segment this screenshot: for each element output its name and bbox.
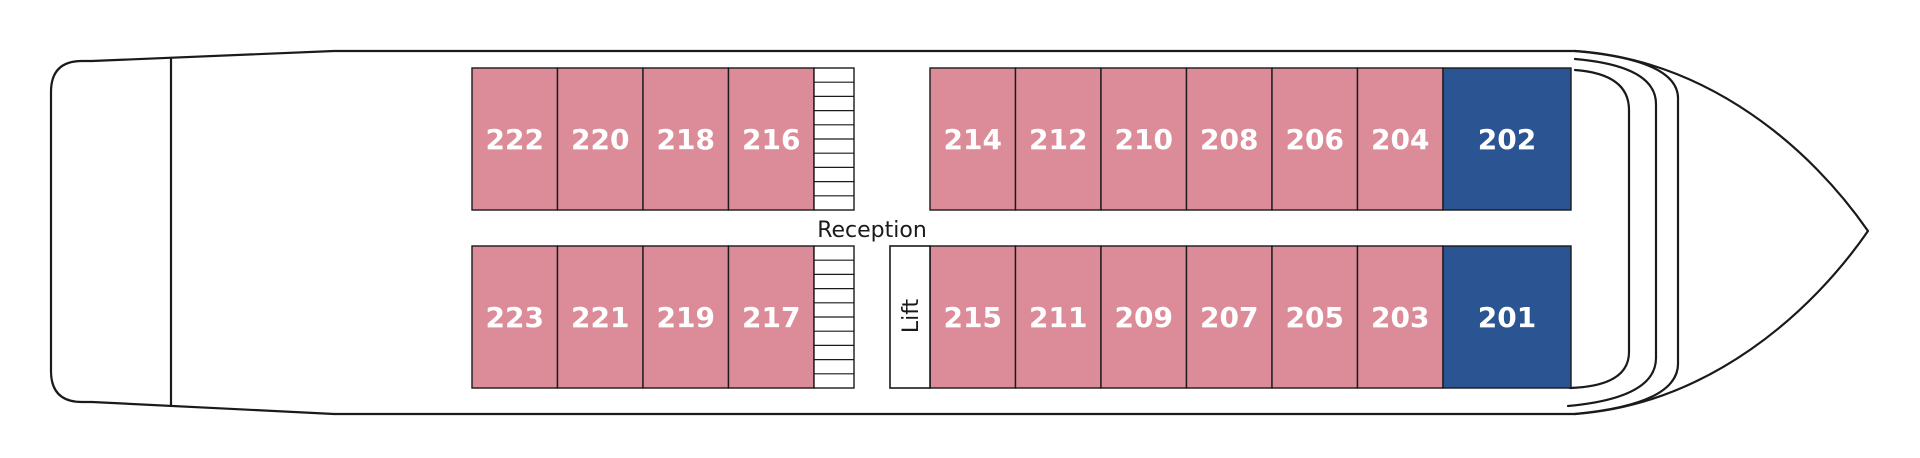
cabin-box[interactable]: [1271, 245, 1359, 389]
cabin-number: 214: [944, 123, 1002, 156]
cabin-209[interactable]: 209: [1100, 245, 1188, 389]
cabin-number: 218: [657, 123, 715, 156]
hull-top-edge: [90, 49, 1577, 63]
cabin-number: 209: [1115, 301, 1173, 334]
cabin-number: 217: [742, 301, 800, 334]
cabin-number: 203: [1371, 301, 1429, 334]
staircase: [813, 67, 855, 211]
hull-bow-outer: [1573, 49, 1870, 416]
cabin-box[interactable]: [471, 245, 559, 389]
cabin-box[interactable]: [642, 245, 730, 389]
cabin-number: 201: [1478, 301, 1536, 334]
cabin-210[interactable]: 210: [1100, 67, 1188, 211]
cabin-211[interactable]: 211: [1014, 245, 1102, 389]
cabin-212[interactable]: 212: [1014, 67, 1102, 211]
cabin-number: 216: [742, 123, 800, 156]
cabin-number: 221: [571, 301, 629, 334]
cabin-box[interactable]: [1014, 67, 1102, 211]
cabin-207[interactable]: 207: [1185, 245, 1273, 389]
cabin-box[interactable]: [471, 67, 559, 211]
cabin-box[interactable]: [727, 245, 815, 389]
cabin-number: 212: [1029, 123, 1087, 156]
cabin-201[interactable]: 201: [1442, 245, 1572, 389]
bow-curve-2: [1566, 57, 1658, 408]
cabin-number: 207: [1200, 301, 1258, 334]
cabin-box[interactable]: [1185, 67, 1273, 211]
cabin-box[interactable]: [1100, 245, 1188, 389]
lift-box: [889, 245, 931, 389]
cabin-box[interactable]: [1442, 67, 1572, 211]
cabins-layer: 222 220 218 216 214 212 210 208 206 204 202 223 221 2…: [471, 67, 1572, 389]
cabin-box[interactable]: [1271, 67, 1359, 211]
cabin-box[interactable]: [556, 245, 644, 389]
reception-label: Reception: [817, 218, 927, 243]
cabin-number: 219: [657, 301, 715, 334]
cabin-number: 204: [1371, 123, 1429, 156]
cabin-box[interactable]: [1014, 245, 1102, 389]
cabin-202[interactable]: 202: [1442, 67, 1572, 211]
cabin-220[interactable]: 220: [556, 67, 644, 211]
cabin-214[interactable]: 214: [929, 67, 1017, 211]
lift-label: Lift: [899, 298, 924, 333]
cabin-218[interactable]: 218: [642, 67, 730, 211]
cabin-box[interactable]: [556, 67, 644, 211]
cabin-208[interactable]: 208: [1185, 67, 1273, 211]
hull: [49, 49, 1870, 416]
cabin-number: 223: [486, 301, 544, 334]
cabin-number: 205: [1286, 301, 1344, 334]
cabin-222[interactable]: 222: [471, 67, 559, 211]
cabin-box[interactable]: [1356, 245, 1444, 389]
cabin-223[interactable]: 223: [471, 245, 559, 389]
cabin-number: 222: [486, 123, 544, 156]
cabin-number: 210: [1115, 123, 1173, 156]
stairs-layer: [813, 67, 855, 389]
cabin-221[interactable]: 221: [556, 245, 644, 389]
hull-stern: [49, 59, 94, 404]
hull-bottom-edge: [90, 400, 1577, 416]
cabin-box[interactable]: [1100, 67, 1188, 211]
staircase: [813, 245, 855, 389]
cabin-number: 215: [944, 301, 1002, 334]
cabin-box[interactable]: [1185, 245, 1273, 389]
cabin-number: 206: [1286, 123, 1344, 156]
cabin-203[interactable]: 203: [1356, 245, 1444, 389]
cabin-number: 220: [571, 123, 629, 156]
cabin-number: 211: [1029, 301, 1087, 334]
cabin-205[interactable]: 205: [1271, 245, 1359, 389]
bow-curve-1: [1573, 49, 1680, 416]
bow-curve-3: [1568, 68, 1631, 390]
cabin-box[interactable]: [929, 245, 1017, 389]
cabin-206[interactable]: 206: [1271, 67, 1359, 211]
cabin-box[interactable]: [1442, 245, 1572, 389]
cabin-215[interactable]: 215: [929, 245, 1017, 389]
cabin-number: 202: [1478, 123, 1536, 156]
cabin-number: 208: [1200, 123, 1258, 156]
lift: Lift: [889, 245, 931, 389]
cabin-204[interactable]: 204: [1356, 67, 1444, 211]
cabin-217[interactable]: 217: [727, 245, 815, 389]
cabin-219[interactable]: 219: [642, 245, 730, 389]
cabin-216[interactable]: 216: [727, 67, 815, 211]
